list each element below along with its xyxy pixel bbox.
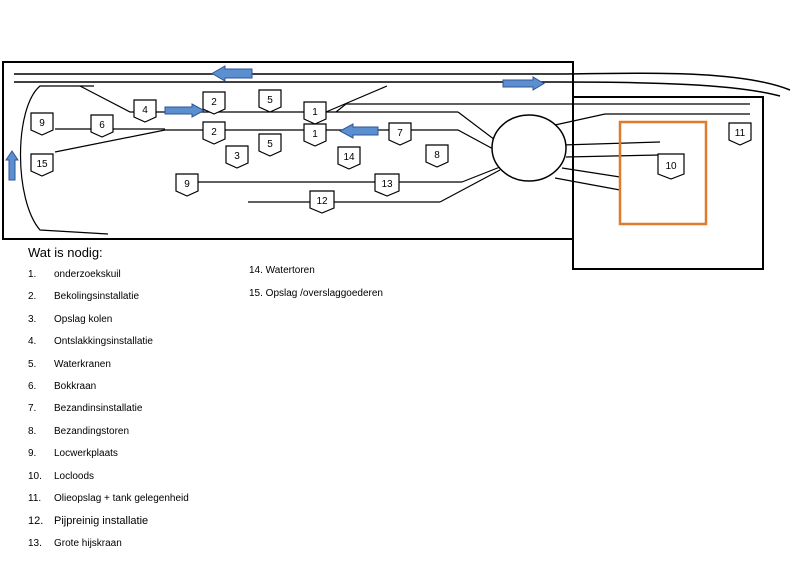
legend-list: 1.onderzoekskuil 2.Bekolingsinstallatie … xyxy=(28,268,268,559)
legend-text: Ontslakkingsinstallatie xyxy=(54,336,153,348)
legend-extra-item: 14. Watertoren xyxy=(249,265,315,276)
legend-item: 4. Ontslakkingsinstallatie xyxy=(28,335,268,357)
main-tracks xyxy=(14,72,791,97)
legend-item: 6. Bokkraan xyxy=(28,380,268,402)
m-4: 4 xyxy=(133,99,157,123)
yard-boundary xyxy=(2,61,574,240)
marker-label: 9 xyxy=(39,118,45,129)
legend-item: 10. Locloods xyxy=(28,470,268,492)
marker-label: 2 xyxy=(211,97,217,108)
arrow-up-left xyxy=(5,150,19,181)
marker-label: 12 xyxy=(316,196,328,207)
m-9-left: 9 xyxy=(30,112,54,136)
marker-label: 5 xyxy=(267,139,273,150)
marker-label: 5 xyxy=(267,95,273,106)
marker-label: 6 xyxy=(99,120,105,131)
legend-num: 1. xyxy=(28,269,37,280)
marker-label: 1 xyxy=(312,107,318,118)
m-11: 11 xyxy=(728,122,752,146)
legend-text: Bekolingsinstallatie xyxy=(54,291,140,303)
legend-item: 11. Olieopslag + tank gelegenheid xyxy=(28,492,268,514)
legend-num: 13. xyxy=(28,537,42,549)
legend-text: Bokkraan xyxy=(54,380,97,392)
m-6: 6 xyxy=(90,114,114,138)
legend-text: Bezandinsinstallatie xyxy=(54,403,143,415)
depot-boundary xyxy=(572,96,764,270)
m-1-mid: 1 xyxy=(303,123,327,147)
legend-num: 3. xyxy=(28,313,37,325)
m-12: 12 xyxy=(309,190,335,214)
legend-text: Locloods xyxy=(54,470,95,482)
marker-label: 2 xyxy=(211,127,217,138)
m-3: 3 xyxy=(225,145,249,169)
m-13: 13 xyxy=(374,173,400,197)
legend-extra-list: 14. Watertoren 15. Opslag /overslaggoede… xyxy=(249,264,383,310)
legend-text: Grote hijskraan xyxy=(54,537,122,549)
legend-num: 5. xyxy=(28,358,37,370)
legend-item: 13. Grote hijskraan xyxy=(28,537,268,559)
legend-item: 9. Locwerkplaats xyxy=(28,447,268,469)
legend-text: Opslag kolen xyxy=(54,313,113,325)
marker-label: 11 xyxy=(735,128,746,139)
m-10: 10 xyxy=(657,153,685,180)
legend-extra-item: 15. Opslag /overslaggoederen xyxy=(249,288,383,299)
marker-label: 1 xyxy=(312,129,318,140)
legend-num: 8. xyxy=(28,425,37,437)
legend-num: 9. xyxy=(28,448,37,460)
marker-label: 3 xyxy=(234,151,240,162)
legend-item: 5. Waterkranen xyxy=(28,358,268,380)
m-9-bottom: 9 xyxy=(175,173,199,197)
legend-item: 12. Pijpreinig installatie xyxy=(28,514,268,536)
m-7: 7 xyxy=(388,122,412,146)
arrow-left-mid xyxy=(338,123,379,139)
marker-label: 10 xyxy=(665,161,677,172)
legend-num: 2. xyxy=(28,291,37,303)
m-1-top: 1 xyxy=(303,101,327,125)
marker-label: 13 xyxy=(381,179,393,190)
legend-item: 2. Bekolingsinstallatie xyxy=(28,290,268,312)
legend-num: 7. xyxy=(28,403,37,415)
legend-text: Pijpreinig installatie xyxy=(54,515,149,528)
arrow-left-top xyxy=(210,65,253,82)
m-5-mid: 5 xyxy=(258,133,282,157)
legend-item: 3. Opslag kolen xyxy=(28,313,268,335)
legend-text: Bezandingstoren xyxy=(54,425,130,437)
m-8: 8 xyxy=(425,144,449,168)
arrow-right-mid xyxy=(164,103,206,118)
legend-text: Locwerkplaats xyxy=(54,448,118,460)
arrow-right-top xyxy=(502,76,545,91)
legend-num: 6. xyxy=(28,380,37,392)
marker-label: 15 xyxy=(36,159,48,170)
legend-item: 1. onderzoekskuil xyxy=(28,268,268,290)
marker-label: 7 xyxy=(397,128,403,139)
legend-num: 11. xyxy=(28,492,42,504)
m-5-top: 5 xyxy=(258,89,282,113)
legend-num: 12. xyxy=(28,515,44,528)
legend-text: Waterkranen xyxy=(54,358,111,370)
legend-title: Wat is nodig: xyxy=(28,245,103,260)
turntable xyxy=(491,114,567,182)
locloods-building xyxy=(618,120,708,226)
marker-label: 8 xyxy=(434,150,440,161)
yard-tracks xyxy=(20,85,750,235)
m-14: 14 xyxy=(337,146,361,170)
m-2-mid: 2 xyxy=(202,121,226,145)
m-2-top: 2 xyxy=(202,91,226,115)
legend-num: 4. xyxy=(28,336,37,348)
m-15: 15 xyxy=(30,153,54,177)
marker-label: 4 xyxy=(142,105,148,116)
marker-label: 14 xyxy=(343,152,355,163)
marker-label: 9 xyxy=(184,179,190,190)
legend-item: 7. Bezandinsinstallatie xyxy=(28,402,268,424)
legend-item: 8. Bezandingstoren xyxy=(28,425,268,447)
legend-text: onderzoekskuil xyxy=(54,269,121,280)
legend-num: 10. xyxy=(28,470,42,482)
legend-text: Olieopslag + tank gelegenheid xyxy=(54,492,189,504)
